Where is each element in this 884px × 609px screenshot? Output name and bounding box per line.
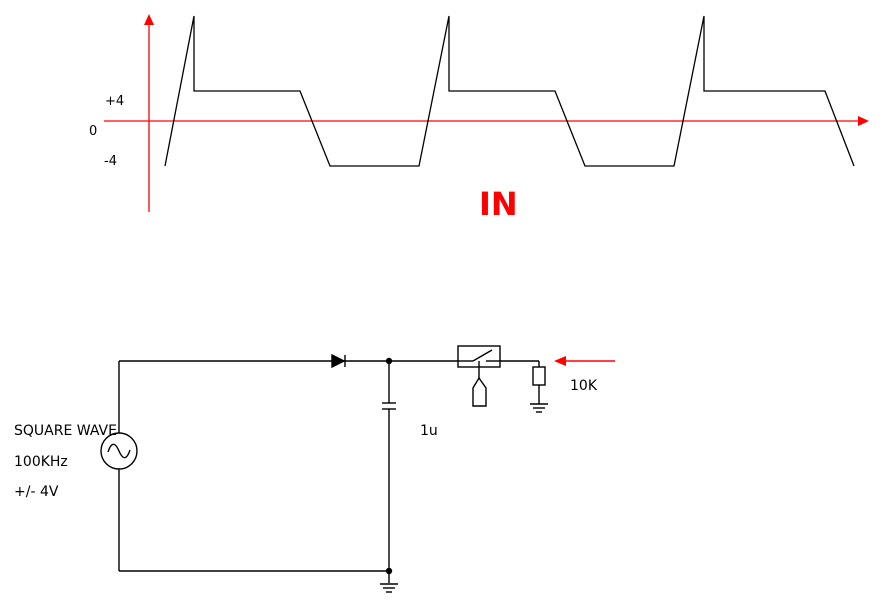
sine-icon — [107, 443, 131, 459]
probe-arrow-icon — [554, 356, 615, 366]
y-axis-arrow-icon — [144, 14, 154, 25]
ground-icon — [380, 583, 398, 593]
ac-source-icon — [100, 432, 138, 470]
source-label-type: SQUARE WAVE — [14, 423, 117, 439]
diode-icon — [331, 353, 346, 369]
source-label-amplitude: +/- 4V — [14, 484, 59, 500]
graph-axes — [104, 14, 869, 212]
graph-title: IN — [479, 185, 518, 223]
waveform — [164, 15, 855, 167]
capacitor-label: 1u — [420, 423, 438, 439]
junction-dot-bottom — [385, 567, 393, 575]
resistor-icon — [532, 366, 546, 386]
ground-icon-resistor — [530, 403, 548, 413]
capacitor-icon — [382, 402, 396, 410]
y-label-minus4: -4 — [104, 154, 117, 169]
switch-icon — [457, 345, 501, 407]
circuit — [100, 345, 548, 593]
resistor-label: 10K — [570, 378, 598, 394]
y-label-zero: 0 — [89, 124, 97, 139]
source-label-frequency: 100KHz — [14, 454, 68, 470]
y-label-plus4: +4 — [105, 94, 124, 109]
x-axis-arrow-icon — [858, 116, 869, 126]
